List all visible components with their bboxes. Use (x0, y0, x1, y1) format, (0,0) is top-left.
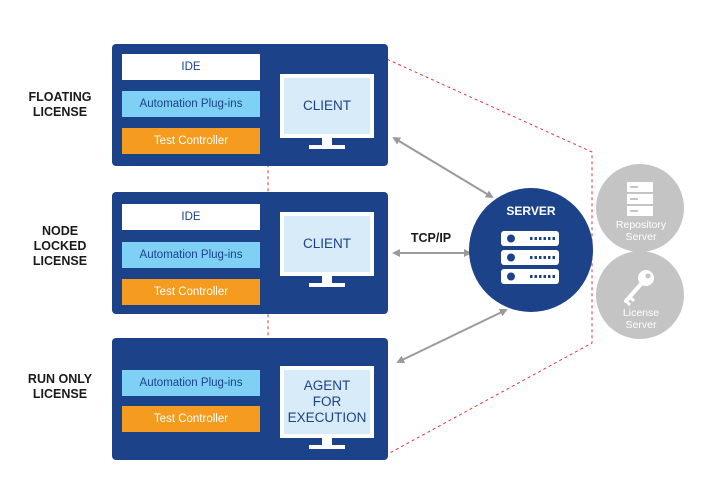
server-vent-dot (530, 237, 533, 240)
node-locked-license-panel: IDE Automation Plug-ins Test Controller … (112, 192, 388, 314)
server-vent-dot (543, 275, 546, 278)
server-vent-dot (552, 237, 555, 240)
monitor-stand (322, 138, 332, 146)
ide-module: IDE (122, 54, 260, 80)
monitor-base (309, 145, 345, 149)
monitor-base (309, 445, 345, 449)
server-vent-dot (543, 237, 546, 240)
arrow-floating-to-server (392, 136, 494, 199)
server-vent-dot (530, 256, 533, 259)
key-icon-hole (645, 273, 651, 279)
server-vent-dot (530, 275, 533, 278)
license-server-circle (596, 251, 684, 339)
key-icon-tooth (624, 299, 632, 307)
key-icon (638, 270, 654, 286)
monitor-stand (322, 438, 332, 446)
server-vent-dot (552, 275, 555, 278)
server-led (507, 253, 515, 262)
tcp-ip-label: TCP/IP (410, 231, 452, 245)
storage-icon-slot (630, 186, 638, 188)
server-vent-dot (539, 237, 542, 240)
arrow-run-only-to-server (396, 308, 508, 364)
client-label: CLIENT (302, 236, 351, 251)
server-vent-dot (548, 237, 551, 240)
test-controller-module: Test Controller (122, 406, 260, 432)
server-vent-dot (534, 237, 537, 240)
run-only-license-panel: Automation Plug-ins Test Controller AGEN… (112, 338, 388, 460)
server-vent-dot (548, 256, 551, 259)
server-title: SERVER (506, 204, 556, 218)
server-vent-dot (552, 256, 555, 259)
monitor-base (309, 283, 345, 287)
storage-icon (627, 206, 653, 216)
client-monitor-icon: CLIENT (280, 74, 374, 138)
storage-icon (627, 182, 653, 192)
server-vent-dot (539, 256, 542, 259)
storage-icon-slot (630, 210, 638, 212)
key-icon-tooth (628, 295, 636, 303)
server-vent-dot (534, 256, 537, 259)
automation-plugins-module: Automation Plug-ins (122, 91, 260, 117)
floating-license-panel: IDE Automation Plug-ins Test Controller … (112, 44, 388, 166)
monitor-stand (322, 276, 332, 284)
client-label: CLIENT (302, 98, 351, 113)
storage-icon-slot (630, 198, 638, 200)
server-led (507, 234, 515, 243)
ide-module: IDE (122, 204, 260, 230)
key-icon-shaft (624, 282, 643, 303)
server-vent-dot (534, 275, 537, 278)
server-vent-dot (548, 275, 551, 278)
server-led (507, 272, 515, 281)
client-monitor-icon: CLIENT (280, 212, 374, 276)
server-vent-dot (539, 275, 542, 278)
test-controller-module: Test Controller (122, 128, 260, 154)
automation-plugins-module: Automation Plug-ins (122, 370, 260, 396)
server-vent-dot (543, 256, 546, 259)
test-controller-module: Test Controller (122, 279, 260, 305)
automation-plugins-module: Automation Plug-ins (122, 242, 260, 268)
storage-icon (627, 194, 653, 204)
